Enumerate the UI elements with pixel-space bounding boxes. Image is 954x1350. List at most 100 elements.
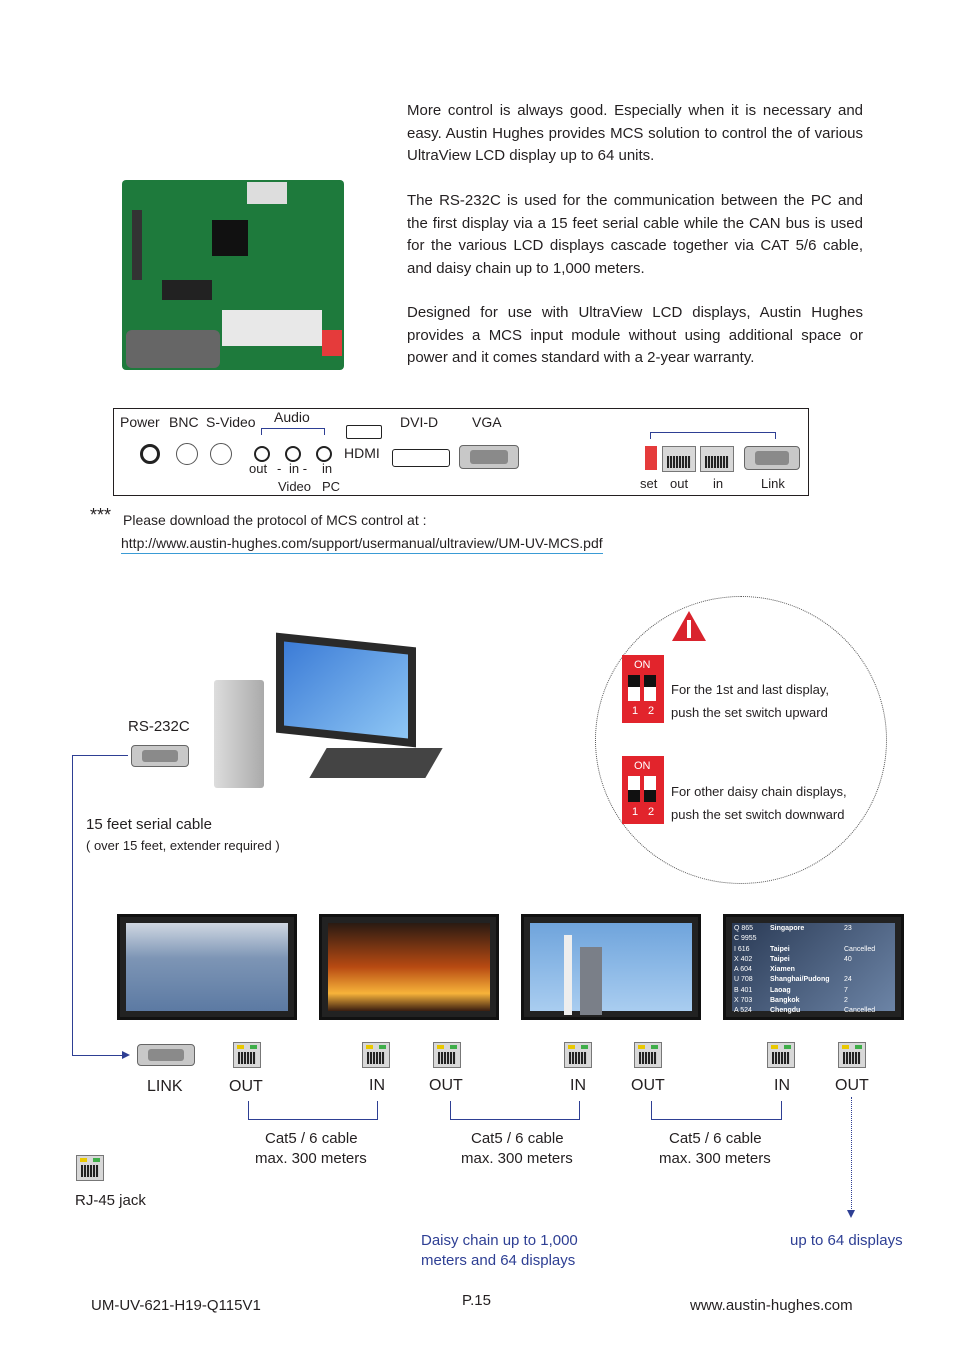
label-out: out [249, 461, 268, 476]
warning-text-1b: push the set switch upward [671, 705, 828, 720]
flight-row: X 703 Bangkok 2 [734, 996, 900, 1006]
footer-website[interactable]: www.austin-hughes.com [690, 1297, 853, 1314]
flight-gate: Cancelled [844, 945, 876, 953]
flight-city: Laoag [770, 986, 791, 994]
flight-city: Taipei [770, 945, 790, 953]
switch-1-label: 1 [632, 806, 639, 818]
audio-in-pc-jack-icon [316, 446, 332, 462]
switch-1-label: 1 [632, 705, 639, 717]
out-label-4: OUT [835, 1077, 869, 1094]
daisy-chain-note-a: Daisy chain up to 1,000 [421, 1232, 578, 1249]
serial-cable-vertical [72, 755, 73, 1055]
label-video: Video [278, 479, 312, 494]
switch-on-label: ON [634, 760, 651, 772]
audio-bracket [261, 428, 325, 435]
power-jack-icon [140, 444, 160, 464]
flight-row: C 9955 [734, 934, 900, 944]
label-bnc: BNC [169, 414, 199, 430]
label-in-pc: in [322, 461, 333, 476]
in-port-icon [700, 446, 734, 472]
cable-1 [248, 1119, 378, 1120]
display-1-out-port-icon [233, 1042, 261, 1068]
bnc-jack-icon [176, 443, 198, 465]
cable-1-label-b: max. 300 meters [255, 1150, 367, 1167]
link-bracket [650, 432, 776, 439]
display-4-in-port-icon [767, 1042, 795, 1068]
mcs-board-photo [122, 180, 344, 370]
flight-code: A 524 [734, 1007, 752, 1015]
keyboard-icon [309, 748, 443, 778]
switch-down-icon: ON 1 2 [622, 756, 664, 824]
display-4-out-port-icon [838, 1042, 866, 1068]
flight-city: Bangkok [770, 997, 800, 1005]
display-2 [319, 914, 499, 1020]
flight-gate: 7 [844, 986, 848, 994]
out-label-1: OUT [229, 1078, 263, 1095]
label-audio: Audio [274, 409, 310, 425]
out-port-icon [662, 446, 696, 472]
out-label-3: OUT [631, 1077, 665, 1094]
hdmi-port-icon [346, 425, 382, 439]
flight-city: Taipei [770, 955, 790, 963]
flight-code: Q 865 [734, 925, 754, 932]
flight-code: X 703 [734, 997, 753, 1005]
label-power: Power [120, 414, 160, 430]
flight-row: Q 865 Singapore 23 [734, 924, 900, 934]
rs232-port-icon [131, 745, 189, 767]
label-pc: PC [322, 479, 341, 494]
warning-text-2b: push the set switch downward [671, 807, 845, 822]
footer-doc-id: UM-UV-621-H19-Q115V1 [91, 1297, 261, 1314]
audio-in-video-jack-icon [285, 446, 301, 462]
label-dvid: DVI-D [400, 414, 439, 430]
asterisks: *** [90, 505, 112, 525]
in-label-4: IN [774, 1077, 790, 1094]
label-hdmi: HDMI [344, 445, 380, 461]
download-link[interactable]: http://www.austin-hughes.com/support/use… [121, 535, 603, 554]
display-2-in-port-icon [362, 1042, 390, 1068]
flight-code: A 604 [734, 966, 752, 974]
daisy-chain-note-b: meters and 64 displays [421, 1252, 576, 1269]
flight-city: Chengdu [770, 1007, 801, 1015]
label-set: set [640, 476, 658, 491]
flight-gate: 2 [844, 997, 848, 1005]
label-in-video: in - [289, 461, 308, 476]
cable-2-label-b: max. 300 meters [461, 1150, 573, 1167]
rj45-legend-label: RJ-45 jack [75, 1192, 146, 1209]
flight-gate: 24 [844, 976, 852, 984]
cable-label: 15 feet serial cable [86, 816, 212, 833]
cable-3 [651, 1119, 782, 1120]
cable-3-label-a: Cat5 / 6 cable [669, 1130, 762, 1147]
display-3-out-port-icon [634, 1042, 662, 1068]
display-2-out-port-icon [433, 1042, 461, 1068]
serial-cable-bottom [72, 1055, 128, 1056]
warning-text-1a: For the 1st and last display, [671, 682, 830, 697]
in-label-2: IN [369, 1077, 385, 1094]
flight-code: X 402 [734, 955, 753, 963]
flight-city: Singapore [770, 925, 805, 932]
extension-arrow-icon [847, 1210, 855, 1218]
flight-city [770, 934, 844, 944]
display-3 [521, 914, 701, 1020]
cable-3-label-b: max. 300 meters [659, 1150, 771, 1167]
svideo-jack-icon [210, 443, 232, 465]
switch-2-label: 2 [648, 806, 655, 818]
warning-text-2a: For other daisy chain displays, [671, 784, 847, 799]
label-vga: VGA [472, 414, 502, 430]
display-3-in-port-icon [564, 1042, 592, 1068]
switch-up-icon: ON 1 2 [622, 655, 664, 723]
flight-gate: 23 [844, 925, 852, 932]
pc-monitor-icon [276, 632, 416, 748]
cable-note: ( over 15 feet, extender required ) [86, 838, 280, 853]
link-port-icon [744, 446, 800, 470]
serial-cable-arrow-icon [122, 1051, 130, 1059]
flight-code: I 616 [734, 945, 750, 953]
serial-cable-top [72, 755, 128, 756]
cable-2-label-a: Cat5 / 6 cable [471, 1130, 564, 1147]
pc-tower-icon [214, 680, 264, 788]
out-label-2: OUT [429, 1077, 463, 1094]
